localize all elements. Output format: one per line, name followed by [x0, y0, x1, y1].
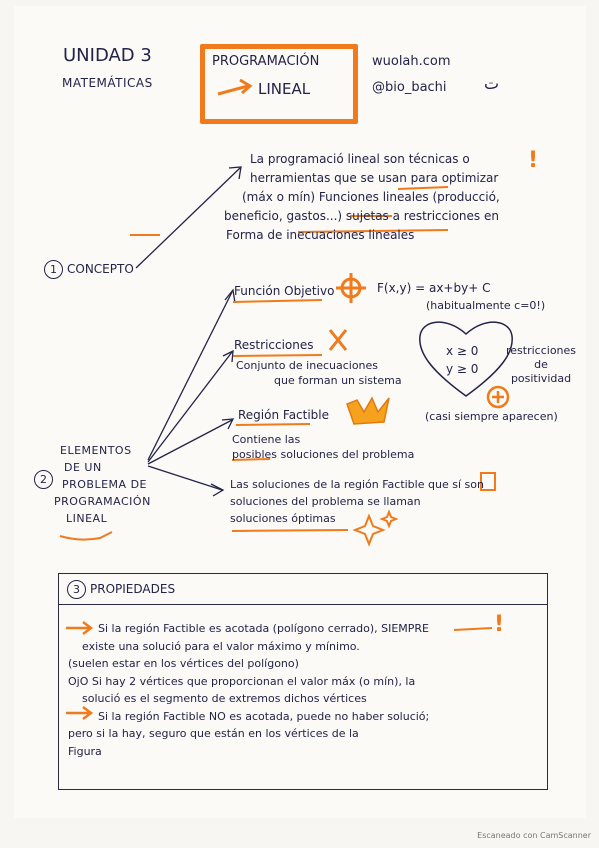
- unit-label: UNIDAD 3: [63, 45, 152, 66]
- heart-line: y ≥ 0: [446, 362, 479, 376]
- title-line2: LINEAL: [258, 80, 311, 98]
- restricciones-line: que forman un sistema: [274, 374, 402, 387]
- elementos-arrows-icon: [147, 288, 236, 497]
- region-line: posibles soluciones del problema: [232, 448, 415, 461]
- concepto-line: La programació lineal son técnicas o: [250, 152, 470, 166]
- concepto-exclaim: !: [528, 148, 539, 173]
- concept-arrow-icon: [135, 166, 242, 269]
- soluciones-line: soluciones óptimas: [230, 512, 336, 525]
- propiedades-number: 3: [67, 580, 86, 599]
- title-box: [200, 44, 358, 124]
- target-icon: [336, 273, 366, 303]
- region-text: Contiene las posibles soluciones del pro…: [232, 432, 414, 462]
- soluciones-line: Las soluciones de la región Factible que…: [230, 478, 484, 491]
- concepto-line: herramientas que se usan para optimizar: [250, 171, 499, 185]
- propiedades-line: existe una solució para el valor máximo …: [82, 639, 360, 653]
- propiedades-line: solució es el segmento de extremos dicho…: [82, 692, 367, 705]
- footer-scanner-label: Escaneado con CamScanner: [477, 831, 591, 840]
- heart-content: x ≥ 0 y ≥ 0: [446, 342, 478, 378]
- elementos-label-line: ELEMENTOS: [60, 444, 132, 457]
- elementos-label-line: LINEAL: [66, 512, 108, 525]
- positividad-line: restricciones: [506, 344, 577, 357]
- concepto-heading: 1 CONCEPTO: [44, 260, 134, 279]
- propiedades-line: Si la región Factible es acotada (polígo…: [98, 622, 430, 635]
- crown-icon: [346, 396, 390, 425]
- propiedades-line: Si la región Factible NO es acotada, pue…: [98, 709, 430, 723]
- soluciones-text: Las soluciones de la región Factible que…: [230, 476, 484, 527]
- concepto-line: (máx o mín) Funciones lineales (producci…: [242, 190, 500, 204]
- concepto-number: 1: [44, 260, 63, 279]
- propiedades-header: 3 PROPIEDADES: [59, 574, 547, 605]
- funcion-formula: F(x,y) = ax+by+ C: [377, 281, 491, 295]
- title-arrow-icon: [217, 78, 253, 96]
- funcion-label: Función Objetivo: [234, 284, 335, 298]
- propiedades-text: Si la región Factible es acotada (polígo…: [68, 620, 429, 760]
- concepto-line: Forma de inecuaciones lineales: [226, 228, 415, 242]
- propiedades-line: pero si la hay, seguro que están en los …: [68, 727, 359, 740]
- concepto-label: CONCEPTO: [67, 262, 134, 276]
- restricciones-line: Conjunto de inecuaciones: [236, 359, 379, 372]
- propiedades-title: PROPIEDADES: [90, 582, 176, 596]
- propiedades-line: Figura: [68, 744, 102, 758]
- positividad-label: restricciones de positividad: [506, 344, 576, 386]
- funcion-note: (habitualmente c=0!): [426, 299, 546, 312]
- positividad-line: de: [534, 358, 548, 371]
- smiley-icon: ت: [484, 74, 500, 93]
- heart-icon: [419, 321, 513, 397]
- elementos-label-line: PROBLEMA DE: [62, 478, 147, 491]
- casi-siempre-note: (casi siempre aparecen): [425, 410, 558, 423]
- handle-label: @bio_bachi: [372, 80, 447, 95]
- propiedades-heading: 3 PROPIEDADES: [67, 580, 175, 599]
- propiedades-box: 3 PROPIEDADES: [58, 573, 548, 790]
- plus-circle-icon: [486, 385, 510, 409]
- propiedades-line: (suelen estar en los vértices del polígo…: [68, 657, 299, 670]
- subject-label: MATEMÁTICAS: [62, 76, 153, 90]
- region-label: Región Factible: [238, 408, 330, 422]
- site-label: wuolah.com: [372, 54, 451, 69]
- si-box-icon: [480, 472, 496, 491]
- prop-arrow-icon: [66, 621, 94, 720]
- orange-underlines-icon: [59, 186, 493, 631]
- elementos-label-line: PROGRAMACIÓN: [54, 495, 151, 508]
- concepto-text: La programació lineal son técnicas o her…: [224, 150, 525, 245]
- elementos-label-line: DE UN: [64, 461, 102, 474]
- x-mark-icon: [328, 329, 348, 351]
- restricciones-label: Restricciones: [234, 338, 314, 352]
- elementos-label: ELEMENTOS DE UN PROBLEMA DE PROGRAMACIÓN…: [54, 442, 151, 527]
- positividad-line: positividad: [510, 372, 572, 385]
- restricciones-text: Conjunto de inecuaciones que forman un s…: [236, 358, 402, 388]
- heart-line: x ≥ 0: [446, 344, 479, 358]
- propiedades-line: OjO Si hay 2 vértices que proporcionan e…: [68, 674, 416, 688]
- soluciones-line: soluciones del problema se llaman: [230, 495, 421, 508]
- concepto-line: beneficio, gastos...) sujetas a restricc…: [224, 209, 499, 223]
- elementos-number: 2: [34, 470, 57, 489]
- notebook-paper: [14, 6, 586, 818]
- propiedades-exclaim: !: [494, 612, 505, 637]
- region-line: Contiene las: [232, 433, 301, 446]
- sparkle-icon: [352, 509, 399, 547]
- title-line1: PROGRAMACIÓN: [212, 54, 320, 69]
